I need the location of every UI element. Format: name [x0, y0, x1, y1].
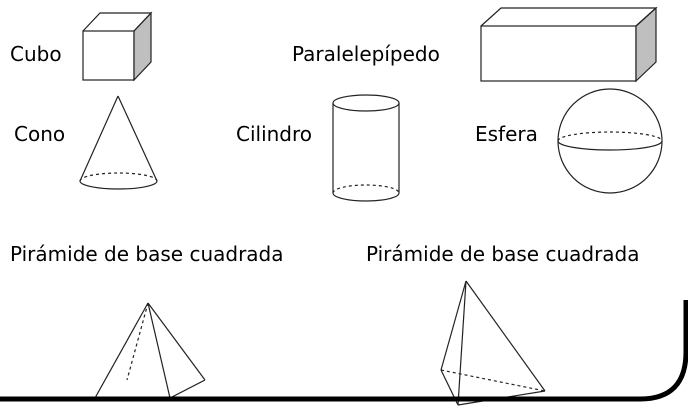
pyramid-label-left: Pirámide de base cuadrada — [10, 242, 284, 266]
parallelepiped-figure — [480, 6, 658, 83]
parallelepiped-label: Paralelepípedo — [292, 42, 440, 66]
cylinder-figure — [332, 94, 400, 202]
sphere-label: Esfera — [475, 122, 538, 146]
cube-figure — [82, 11, 153, 82]
square-pyramid-figure-right — [440, 280, 546, 406]
cone-label: Cono — [14, 122, 66, 146]
rounded-frame-border — [0, 300, 688, 402]
sphere-figure — [557, 88, 663, 194]
cone-figure — [79, 95, 158, 190]
pyramid-label-right: Pirámide de base cuadrada — [366, 242, 640, 266]
square-pyramid-figure-left — [94, 302, 206, 399]
cube-label: Cubo — [10, 42, 62, 66]
cylinder-label: Cilindro — [236, 122, 313, 146]
